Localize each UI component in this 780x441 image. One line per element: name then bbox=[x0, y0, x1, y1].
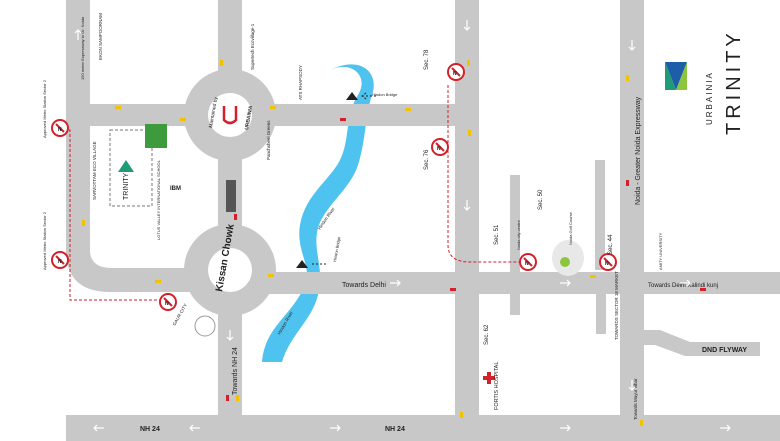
road-sector-18 bbox=[596, 294, 606, 334]
road-noida-expressway bbox=[620, 0, 644, 441]
noida-city-centre-label: Noida city centre bbox=[516, 219, 521, 250]
trinity-site-logo bbox=[118, 160, 134, 172]
noida-expressway-label: Noida - Greater Noida Expressway bbox=[635, 96, 642, 205]
metro-icon: N bbox=[431, 138, 449, 156]
mayur-vihar-label: Towards Mayur vihar bbox=[633, 378, 638, 420]
towards-delhi-label: Towards Delhi bbox=[342, 282, 386, 289]
towards-delhi-kalindi-label: Towards Delhi Kalindi kunj bbox=[648, 283, 718, 289]
hindon-bridge-label-mid: Hindon Bridge bbox=[332, 236, 341, 263]
logo-triangle-green bbox=[676, 62, 687, 90]
metro-icon: N bbox=[519, 253, 537, 271]
dnd-flyway-band bbox=[690, 342, 760, 356]
panchsheel-label: Panchsheel Greens bbox=[266, 120, 271, 160]
sector-51-label: Sec. 51 bbox=[494, 224, 500, 245]
sector-78-label: Sec. 78 bbox=[424, 49, 430, 70]
towards-nh24-label: Towards NH 24 bbox=[232, 347, 239, 395]
road-curve-left bbox=[66, 250, 200, 292]
logo-triangle-teal bbox=[665, 62, 676, 90]
svg-text:N: N bbox=[525, 261, 529, 267]
road-top-east bbox=[260, 104, 470, 126]
ibm-label: IBM bbox=[170, 186, 181, 192]
nh24-label-left: NH 24 bbox=[140, 426, 160, 433]
amity-label: AMITY UNIVERSITY bbox=[658, 232, 663, 270]
road-sec-51 bbox=[510, 175, 520, 315]
roundabout-urbainia-island bbox=[208, 93, 252, 137]
metro-icon: N bbox=[599, 253, 617, 271]
metro-icon: N bbox=[159, 293, 177, 311]
road-top-west bbox=[66, 104, 206, 126]
road-nh24 bbox=[66, 415, 780, 441]
urbainia-u-logo bbox=[222, 106, 238, 125]
svg-text:N: N bbox=[605, 261, 609, 267]
metro-icon: N bbox=[51, 119, 69, 137]
ekon-label: EKON SAMPOORNAM bbox=[98, 13, 103, 60]
road-sec-50 bbox=[595, 160, 605, 270]
expressway-150-label: 150 meter Expressway to Gr. Noida bbox=[80, 16, 85, 80]
roundabout-maintained-label: Maintained by bbox=[208, 96, 219, 128]
hindon-river bbox=[262, 64, 374, 362]
bridge-top-icon bbox=[346, 92, 358, 100]
logo-triangle-blue bbox=[665, 62, 687, 90]
sector-50-label: Sec. 50 bbox=[538, 189, 544, 210]
svg-text:N: N bbox=[58, 259, 62, 265]
bridge-top-arrow-icon bbox=[361, 92, 378, 100]
direction-arrow-icon bbox=[74, 20, 731, 432]
hindon-bridge-label-top: Hindon Bridge bbox=[372, 92, 398, 97]
svg-text:N: N bbox=[437, 146, 441, 152]
trinity-site-label: TRINITY bbox=[123, 172, 130, 200]
svg-text:N: N bbox=[453, 71, 457, 77]
svg-text:N: N bbox=[58, 127, 62, 133]
roundabout-brand-label: URBAINIA bbox=[244, 105, 254, 130]
park-square bbox=[145, 124, 167, 148]
gaur-city-marker bbox=[194, 315, 216, 337]
metro-approved-label-bottom: Approved Metro Station Sector 2 bbox=[42, 211, 47, 270]
brand-name-label: TRINITY bbox=[723, 29, 745, 135]
brand-sub-label: URBAINIA bbox=[705, 71, 714, 125]
nh24-label-right: NH 24 bbox=[385, 426, 405, 433]
metro-icon: N bbox=[447, 63, 465, 81]
fortis-label: FORTIS HOSPITAL bbox=[494, 362, 500, 410]
sector-76-label: Sec. 76 bbox=[424, 149, 430, 170]
golf-green bbox=[560, 257, 570, 267]
sarvottam-label: SARVOTTAM ECO VILLAGE bbox=[92, 141, 97, 200]
road-network bbox=[66, 0, 780, 441]
trinity-brand-logo bbox=[665, 62, 687, 90]
dnd-flyway-label: DND FLYWAY bbox=[702, 347, 747, 354]
sector-62-label: Sec. 62 bbox=[484, 324, 490, 345]
median-block bbox=[226, 180, 236, 212]
car-icon bbox=[82, 60, 706, 426]
metro-approved-label-top: Approved Metro Station Sector 2 bbox=[42, 79, 47, 138]
sector-18-label: TOWARDS SECTOR 18 MARKET bbox=[614, 271, 619, 340]
noida-golf-label: Noida Golf Course bbox=[568, 211, 573, 245]
ats-label: ATS RHAPSODY bbox=[298, 65, 303, 100]
lotus-valley-label: LOTUS VALLEY INTERNATIONAL SCHOOL bbox=[156, 159, 161, 240]
supertech-label: Supertech Ecovillage-1 bbox=[250, 23, 255, 70]
bridge-mid-icon bbox=[296, 260, 308, 268]
svg-text:N: N bbox=[165, 301, 169, 307]
hospital-cross-icon bbox=[483, 372, 495, 384]
metro-icon: N bbox=[51, 251, 69, 269]
sector-44-label: Sec. 44 bbox=[608, 234, 614, 255]
metro-route-right bbox=[447, 85, 525, 263]
roundabout-kissan-island bbox=[208, 248, 252, 292]
